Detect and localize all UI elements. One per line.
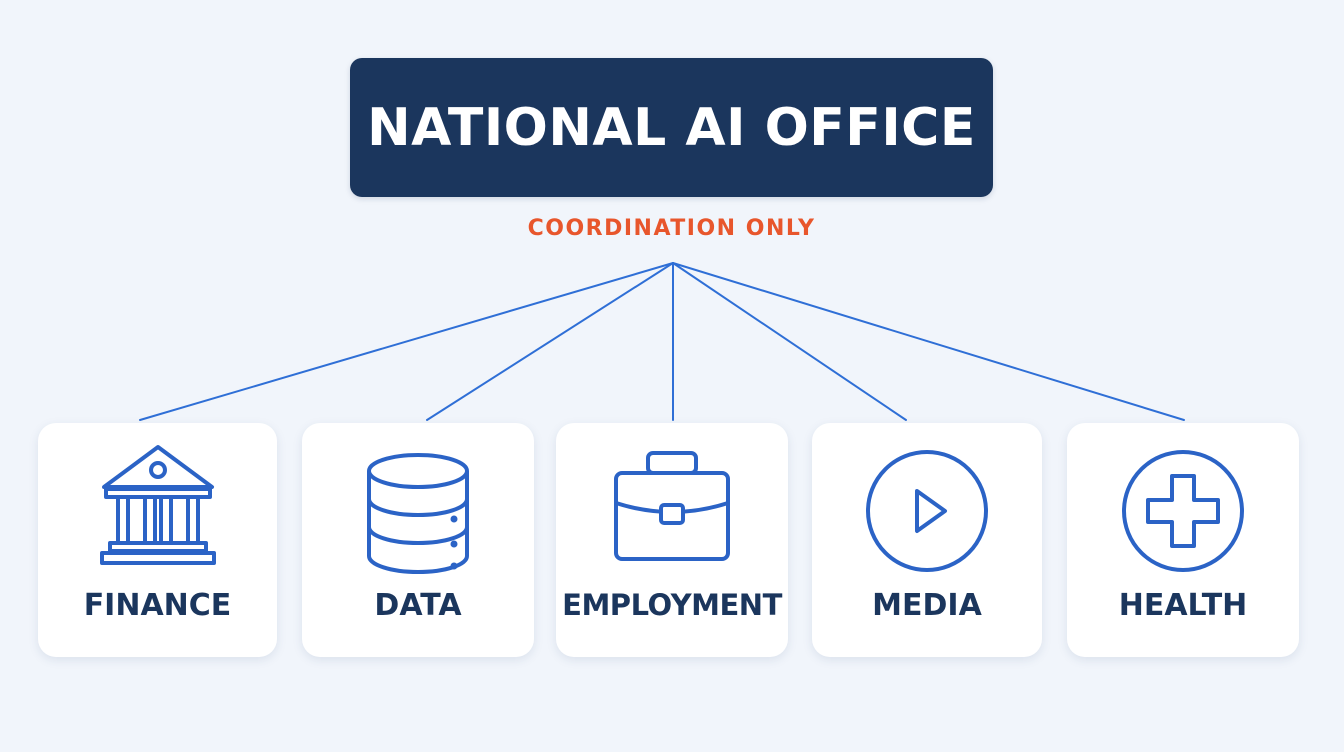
department-card-media: MEDIA: [812, 423, 1042, 657]
coordination-label: COORDINATION ONLY: [527, 216, 816, 241]
database-icon: [348, 441, 488, 581]
medical-cross-icon: [1113, 441, 1253, 581]
department-label-employment: EMPLOYMENT: [562, 588, 782, 622]
department-label-health: HEALTH: [1118, 588, 1248, 623]
connector-finance: [139, 262, 674, 421]
department-card-employment: EMPLOYMENT: [556, 423, 788, 657]
play-icon: [857, 441, 997, 581]
department-card-data: DATA: [302, 423, 534, 657]
department-label-finance: FINANCE: [83, 588, 232, 623]
office-title: NATIONAL AI OFFICE: [367, 97, 976, 158]
department-label-data: DATA: [374, 588, 462, 623]
national-ai-office-box: NATIONAL AI OFFICE: [350, 58, 993, 197]
department-card-finance: FINANCE: [38, 423, 277, 657]
bank-icon: [88, 441, 228, 581]
department-label-media: MEDIA: [872, 588, 982, 623]
connector-media: [672, 262, 907, 421]
connector-health: [672, 262, 1185, 421]
briefcase-icon: [602, 441, 742, 581]
connector-data: [426, 262, 674, 421]
department-card-health: HEALTH: [1067, 423, 1299, 657]
